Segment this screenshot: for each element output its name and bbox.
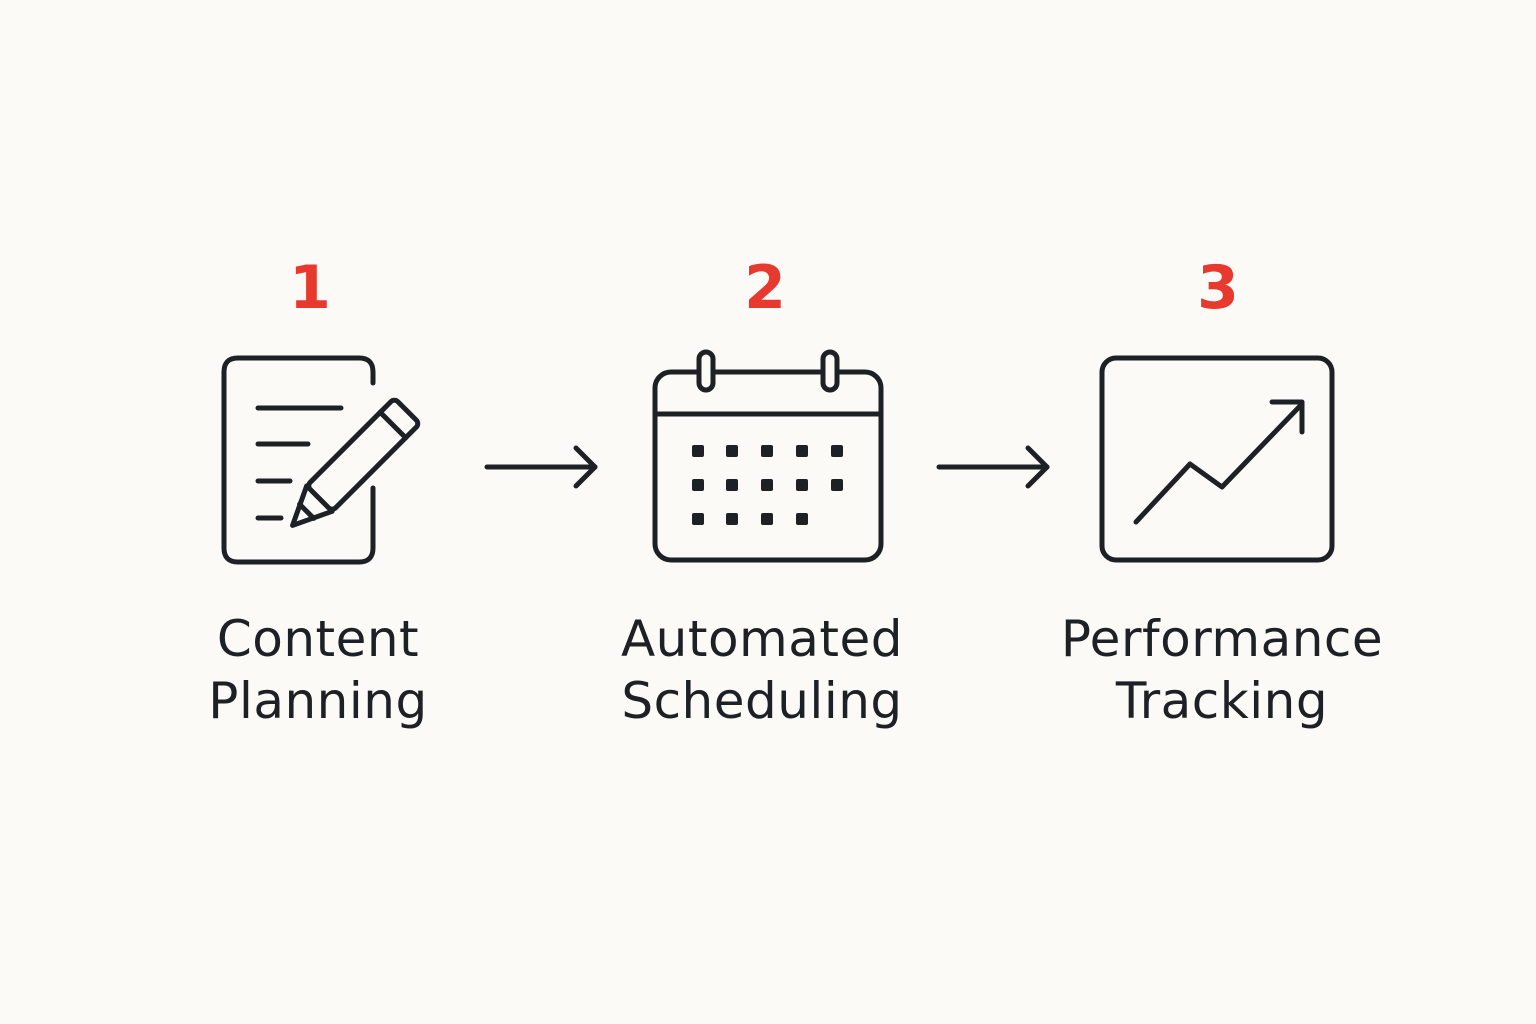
step-1-label: Content Planning xyxy=(128,608,508,732)
calendar-day-grid xyxy=(692,445,843,525)
document-pencil-icon xyxy=(221,355,421,565)
step-1-label-line-2: Planning xyxy=(208,672,428,730)
step-1-label-line-1: Content xyxy=(216,610,420,668)
step-2-label: Automated Scheduling xyxy=(572,608,952,732)
step-3-number: 3 xyxy=(1197,253,1239,323)
right-arrow-icon xyxy=(936,445,1050,489)
step-2-label-line-2: Scheduling xyxy=(621,672,903,730)
step-3-label-line-2: Tracking xyxy=(1115,672,1329,730)
calendar-icon xyxy=(652,349,884,563)
right-arrow-icon xyxy=(484,445,598,489)
chart-trend-up-icon xyxy=(1099,355,1335,563)
step-1-number: 1 xyxy=(289,253,331,323)
step-3-label: Performance Tracking xyxy=(1032,608,1412,732)
step-2-number: 2 xyxy=(744,253,786,323)
step-2-label-line-1: Automated xyxy=(620,610,904,668)
step-3-label-line-1: Performance xyxy=(1060,610,1384,668)
